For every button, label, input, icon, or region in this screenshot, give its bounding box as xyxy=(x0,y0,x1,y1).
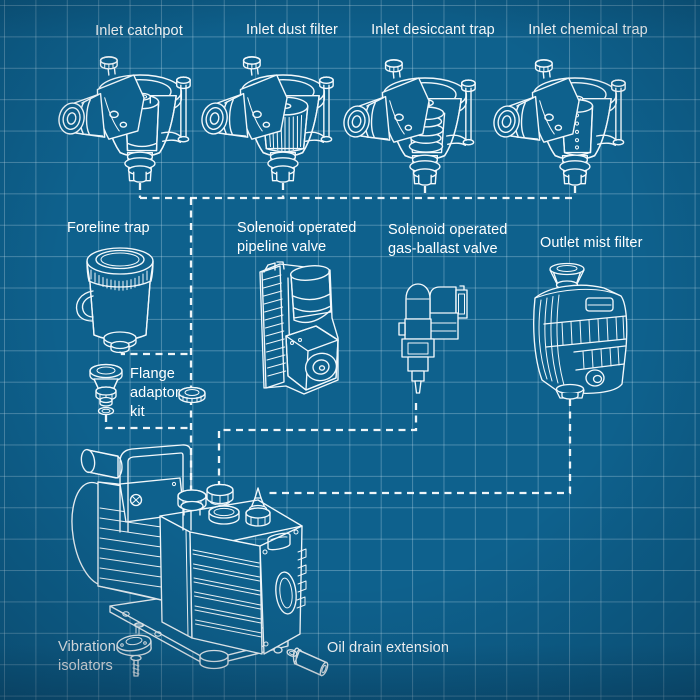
connector-flange-kit xyxy=(104,415,191,430)
inlet-catchpot-label: Inlet catchpot xyxy=(95,23,183,39)
foreline-trap-illustration xyxy=(75,247,154,355)
inlet-chemical-trap-label: Inlet chemical trap xyxy=(528,22,648,38)
flange-adaptor-kit-illustration xyxy=(89,363,123,416)
foreline-trap-label: Foreline trap xyxy=(67,220,150,236)
outlet-mist-filter-label: Outlet mist filter xyxy=(540,235,643,251)
solenoid-pipeline-valve-label: Solenoid operated pipeline valve xyxy=(237,220,357,255)
oil-drain-extension-label: Oil drain extension xyxy=(327,640,449,656)
inlet-dust-filter-illustration xyxy=(198,56,334,183)
inlet-catchpot-illustration xyxy=(55,56,191,183)
connector-mist-filter xyxy=(265,399,572,495)
flange-adaptor-kit-label: Flange adaptor kit xyxy=(130,366,180,420)
oil-drain-extension-illustration xyxy=(286,647,329,677)
vibration-isolators-illustration xyxy=(116,622,152,677)
connector-inlet-bus xyxy=(138,183,577,200)
outlet-mist-filter-illustration xyxy=(533,262,628,400)
inlet-dust-filter-label: Inlet dust filter xyxy=(246,22,338,38)
vibration-isolators-label: Vibration isolators xyxy=(58,639,116,674)
vacuum-pump-illustration xyxy=(71,444,307,670)
inlet-chemical-trap-illustration xyxy=(490,59,626,186)
solenoid-gas-ballast-valve-label: Solenoid operated gas-ballast valve xyxy=(388,222,508,257)
centering-ring-icon xyxy=(178,386,206,404)
solenoid-gas-ballast-valve-illustration xyxy=(398,283,468,394)
connector-gas-ballast xyxy=(217,399,418,488)
inlet-desiccant-trap-illustration xyxy=(340,59,476,186)
inlet-desiccant-trap-label: Inlet desiccant trap xyxy=(371,22,495,38)
solenoid-pipeline-valve-illustration xyxy=(259,261,339,395)
